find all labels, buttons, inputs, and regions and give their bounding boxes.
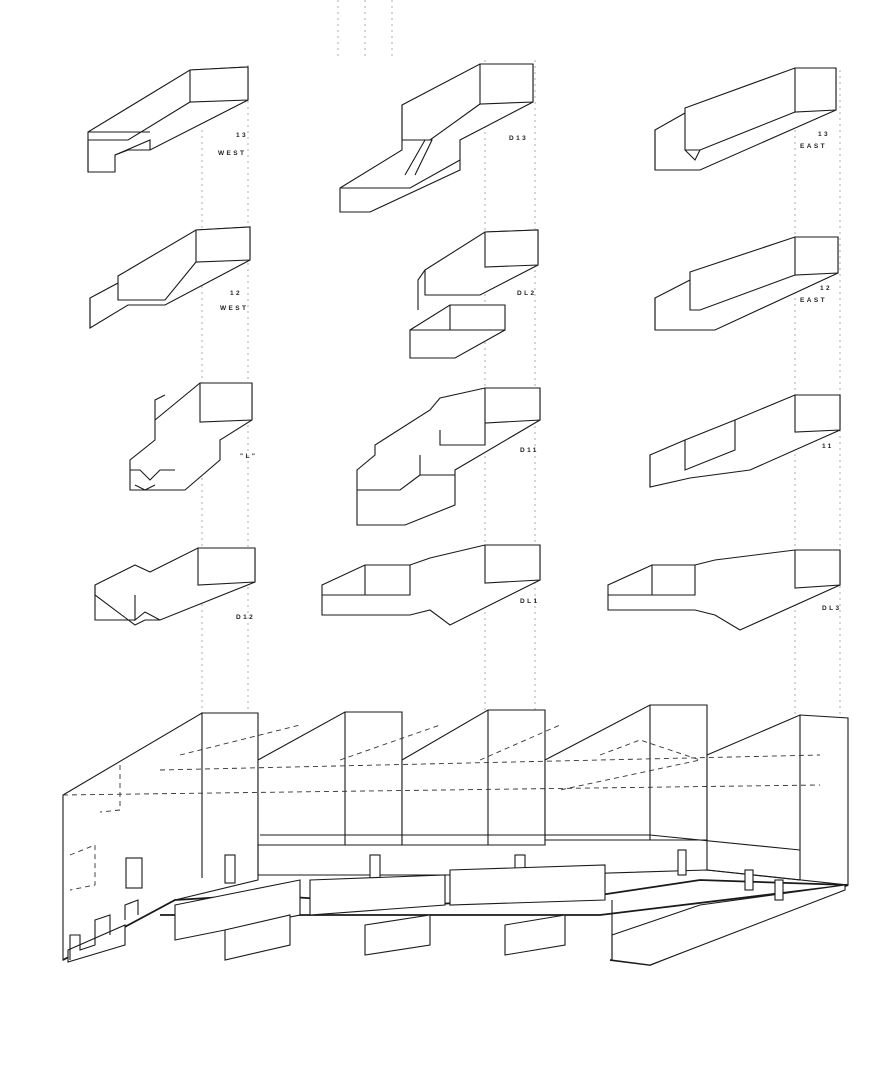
unit-d11: D11 bbox=[356, 387, 541, 526]
unit-label-12-east-num: 12 bbox=[820, 285, 832, 292]
unit-label-l: "L" bbox=[240, 453, 257, 460]
unit-label-d11: D11 bbox=[520, 447, 539, 454]
unit-dl2: DL2 bbox=[409, 229, 539, 359]
unit-label-d12: D12 bbox=[236, 614, 255, 621]
unit-label-13-east-num: 13 bbox=[818, 131, 830, 138]
unit-11: 11 bbox=[649, 394, 841, 488]
unit-label-d13: D13 bbox=[509, 135, 528, 142]
unit-d13: D13 bbox=[339, 63, 534, 213]
unit-d12: D12 bbox=[94, 547, 256, 626]
unit-label-dl2: DL2 bbox=[517, 290, 536, 297]
unit-label-13: 13 bbox=[236, 132, 248, 139]
base-building bbox=[62, 704, 849, 966]
unit-label-west: WEST bbox=[218, 150, 246, 157]
unit-12-west: 12 WEST bbox=[89, 226, 251, 329]
unit-13-east: 13 EAST bbox=[654, 67, 837, 171]
unit-label-dl1: DL1 bbox=[520, 598, 539, 605]
unit-label-11: 11 bbox=[822, 443, 834, 450]
unit-label-12-east: EAST bbox=[800, 297, 827, 304]
unit-label-dl3: DL3 bbox=[822, 605, 841, 612]
unit-12-east: 12 EAST bbox=[654, 236, 839, 331]
window bbox=[125, 857, 143, 889]
unit-label-12: 12 bbox=[230, 290, 242, 297]
unit-dl1: DL1 bbox=[321, 544, 541, 626]
unit-13-west: 13 WEST bbox=[87, 66, 249, 173]
unit-label-east: EAST bbox=[800, 143, 827, 150]
unit-label-12-west: WEST bbox=[220, 305, 248, 312]
unit-l: "L" bbox=[129, 382, 257, 491]
unit-dl3: DL3 bbox=[607, 549, 841, 631]
